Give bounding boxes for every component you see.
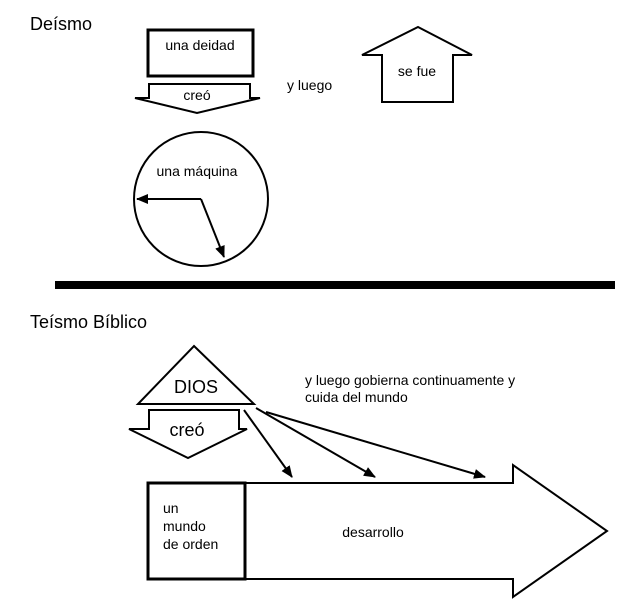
god-triangle: DIOS <box>135 344 257 405</box>
left-up-arrow: se fue <box>361 25 473 103</box>
development-label: desarrollo <box>342 524 404 540</box>
created-down-arrow: creó <box>134 83 261 115</box>
section-divider <box>55 281 615 289</box>
govern-arrow-2 <box>255 407 376 478</box>
created-label: creó <box>183 87 210 103</box>
theism-created-down-arrow: creó <box>128 409 248 460</box>
world-label-3: de orden <box>163 536 218 552</box>
deism-heading: Deísmo <box>30 14 92 34</box>
left-label: se fue <box>398 63 436 79</box>
deity-box: una deidad <box>146 28 255 78</box>
govern-arrow-3 <box>265 411 486 479</box>
govern-arrow-1 <box>243 409 293 478</box>
machine-clock: una máquina <box>133 131 269 267</box>
then-label: y luego <box>287 77 332 93</box>
world-label-1: un <box>163 500 179 516</box>
theism-created-label: creó <box>169 420 204 440</box>
deity-label: una deidad <box>165 37 234 53</box>
world-label-2: mundo <box>163 518 206 534</box>
governs-line-1: y luego gobierna continuamente y <box>305 372 515 388</box>
theism-heading: Teísmo Bíblico <box>30 312 147 332</box>
governs-line-2: cuida del mundo <box>305 389 408 405</box>
god-label: DIOS <box>174 377 218 397</box>
development-arrow: desarrollo <box>147 463 609 599</box>
machine-label: una máquina <box>157 163 238 179</box>
world-box: un mundo de orden <box>146 481 247 581</box>
clock-hand-long <box>200 198 225 258</box>
